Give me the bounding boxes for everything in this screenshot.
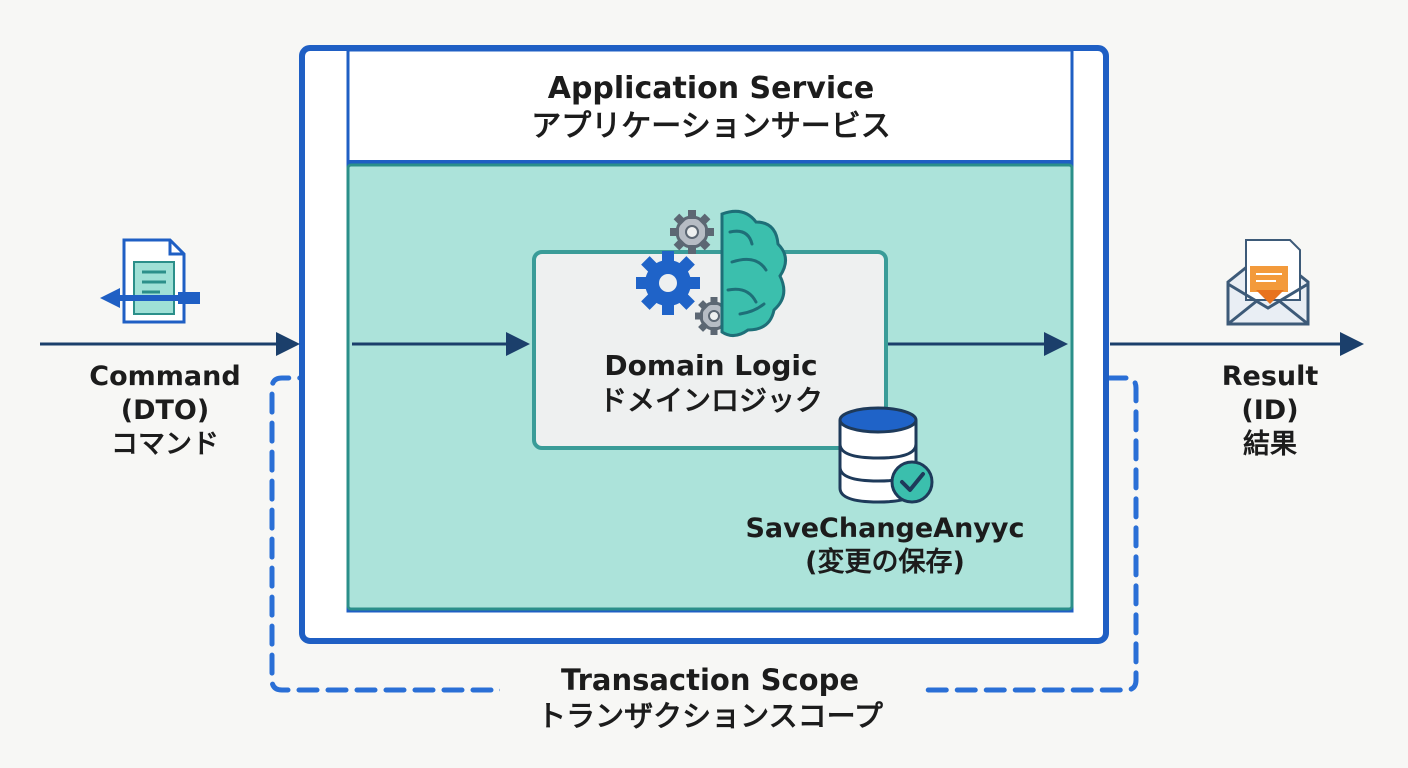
large-gear-icon (636, 251, 700, 315)
domain-logic-label: Domain Logic ドメインロジック (536, 348, 886, 418)
command-type: (DTO) (120, 394, 210, 426)
domain-logic-box (532, 250, 888, 450)
domain-to-service-arrowhead (1044, 332, 1068, 356)
domain-logic-title-ja: ドメインロジック (598, 384, 823, 417)
transaction-scope-title-en: Transaction Scope (560, 663, 860, 697)
application-service-title: Application Service アプリケーションサービス (350, 70, 1072, 145)
flow-arrows (40, 332, 1364, 356)
result-title-ja: 結果 (1243, 428, 1297, 460)
envelope-icon (1226, 239, 1310, 326)
command-input-arrowhead (276, 332, 300, 356)
command-title-ja: コマンド (111, 428, 219, 460)
small-gear-top-icon (670, 210, 714, 254)
document-arrow-icon (100, 238, 200, 324)
brain-icon (720, 209, 787, 337)
service-to-domain-arrowhead (506, 332, 530, 356)
result-type: (ID) (1241, 394, 1299, 426)
result-output-arrowhead (1340, 332, 1364, 356)
transaction-scope-title-ja: トランザクションスコープ (537, 699, 883, 734)
database-check-icon (838, 406, 934, 504)
save-changes-label: SaveChangeAnyyc (変更の保存) (720, 512, 1050, 580)
command-label: Command (DTO) コマンド (40, 360, 290, 461)
save-changes-title-en: SaveChangeAnyyc (745, 513, 1025, 544)
save-changes-title-ja: (変更の保存) (805, 546, 965, 578)
result-title: Result (1221, 361, 1319, 392)
application-service-title-en: Application Service (547, 71, 875, 106)
command-title: Command (89, 361, 241, 392)
domain-logic-title-en: Domain Logic (604, 349, 818, 382)
result-label: Result (ID) 結果 (1170, 360, 1370, 461)
application-service-title-ja: アプリケーションサービス (531, 108, 891, 144)
transaction-scope-label: Transaction Scope トランザクションスコープ (500, 662, 920, 735)
transaction-scope-boundary (269, 375, 1139, 693)
